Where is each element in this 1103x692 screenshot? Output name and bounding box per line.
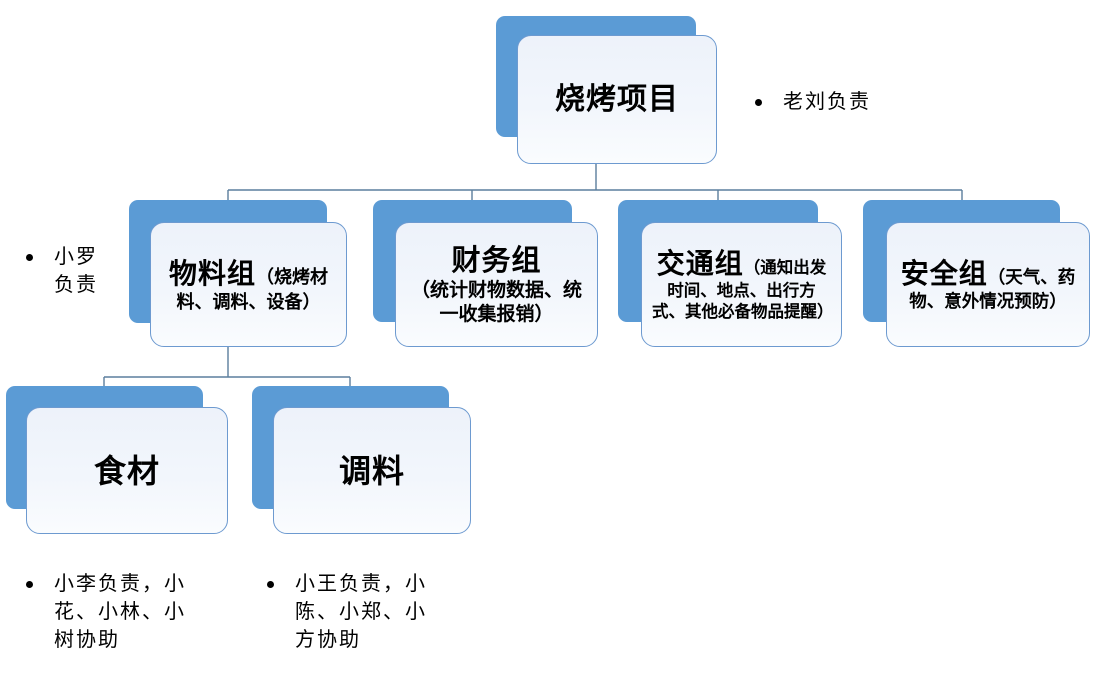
bullet-dot <box>755 99 762 106</box>
subgroup-node-seasoning-card: 调料 <box>273 407 471 534</box>
connector-level2-tree <box>103 347 351 387</box>
group-node-transport-note: （通知出发时间、地点、出行方式、其他必备物品提醒） <box>652 259 834 321</box>
annotation-food-owner-text: 小李负责，小花、小林、小树协助 <box>54 573 186 651</box>
annotation-materials-owner-text: 小罗负责 <box>54 246 98 296</box>
annotation-food-owner: 小李负责，小花、小林、小树协助 <box>26 570 216 654</box>
root-node-card: 烧烤项目 <box>517 35 717 164</box>
group-node-materials-card: 物料组（烧烤材料、调料、设备） <box>150 222 347 347</box>
group-node-transport-card: 交通组（通知出发时间、地点、出行方式、其他必备物品提醒） <box>641 222 842 347</box>
annotation-root-owner: 老刘负责 <box>755 88 871 116</box>
bullet-dot <box>26 254 33 261</box>
group-node-finance-title: 财务组 <box>451 244 542 277</box>
annotation-seasoning-owner: 小王负责，小陈、小郑、小方协助 <box>267 570 457 654</box>
subgroup-node-seasoning-title: 调料 <box>338 452 405 489</box>
annotation-materials-owner: 小罗负责 <box>26 243 140 299</box>
subgroup-node-food-card: 食材 <box>26 407 228 534</box>
annotation-seasoning-owner-text: 小王负责，小陈、小郑、小方协助 <box>295 573 427 651</box>
annotation-root-owner-text: 老刘负责 <box>783 91 871 113</box>
group-node-safety-card: 安全组（天气、药物、意外情况预防） <box>886 222 1090 347</box>
group-node-transport-title: 交通组 <box>656 248 744 279</box>
subgroup-node-food-title: 食材 <box>93 452 160 489</box>
group-node-materials-title: 物料组 <box>168 257 256 289</box>
group-node-materials-note: （烧烤材料、调料、设备） <box>176 266 329 312</box>
group-node-finance-note: （统计财物数据、统一收集报销） <box>410 279 582 325</box>
group-node-finance-card: 财务组（统计财物数据、统一收集报销） <box>395 222 598 347</box>
bullet-dot <box>267 581 274 588</box>
bullet-dot <box>26 581 33 588</box>
root-node-title: 烧烤项目 <box>555 82 679 116</box>
group-node-safety-note: （天气、药物、意外情况预防） <box>909 267 1076 311</box>
group-node-safety-title: 安全组 <box>900 258 988 289</box>
connector-level1-tree <box>227 160 963 201</box>
